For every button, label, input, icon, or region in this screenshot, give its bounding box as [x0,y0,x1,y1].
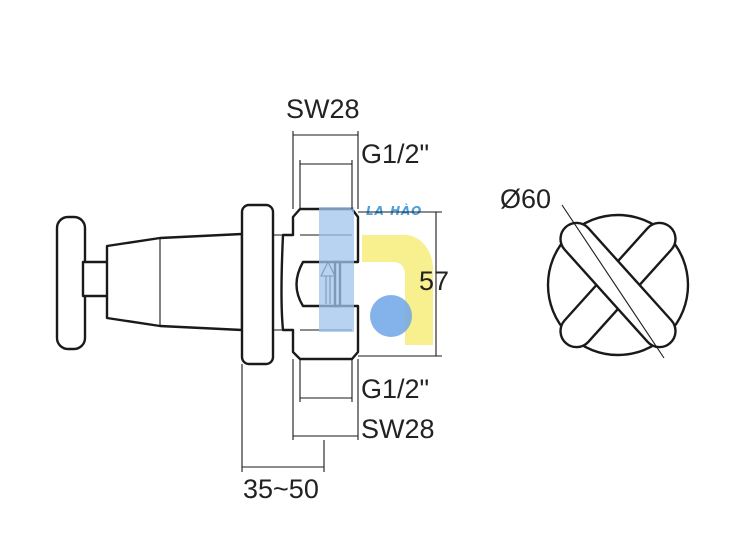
valve-side-view [55,203,360,366]
dim-label-bottom-wrench: SW28 [361,414,435,444]
dim-label-depth: 35~50 [243,474,319,504]
dim-label-top-wrench: SW28 [286,94,360,124]
dim-label-diameter: Ø60 [500,184,551,214]
handle-neck [81,260,111,298]
watermark-blue-block [319,207,354,332]
dim-label-height: 57 [419,266,449,296]
dim-label-bottom-thread: G1/2" [361,374,429,404]
dim-label-top-thread: G1/2" [361,139,429,169]
diameter-line [561,204,665,359]
handle-bar [55,215,87,351]
stem-body [105,232,244,332]
dimension-labels: SW28 G1/2" 57 G1/2" SW28 35~50 Ø60 [243,94,551,504]
watermark-blue-dot [370,295,412,337]
watermark-text: LA HÀO [366,203,422,218]
valve-front-view [546,204,690,359]
flange-plate [240,203,275,366]
watermark-yellow-arc [362,235,433,345]
dimension-lines [241,131,442,472]
watermark-logo: LA HÀO [319,203,433,345]
